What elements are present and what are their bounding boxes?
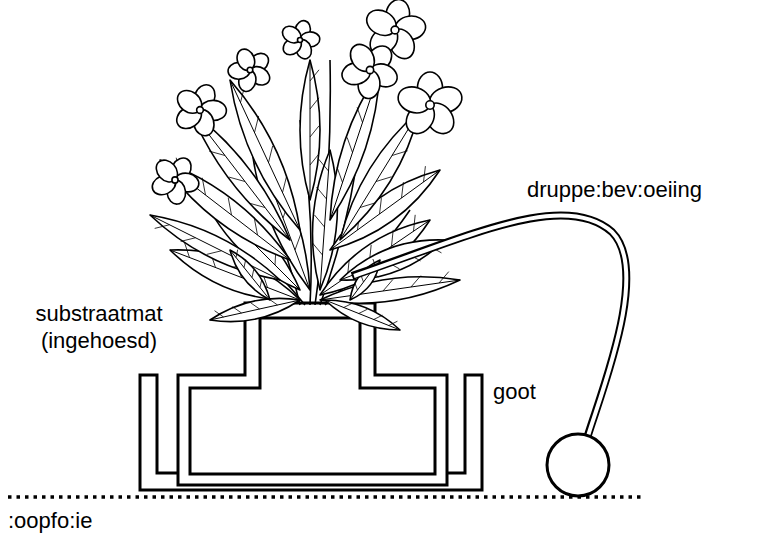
leaf-vein xyxy=(251,303,260,309)
leaf-vein xyxy=(319,159,329,171)
leaf-vein xyxy=(207,251,222,255)
leaf-vein xyxy=(355,283,358,290)
leaf-vein xyxy=(359,309,368,313)
petal xyxy=(279,23,304,46)
leaf-vein xyxy=(310,154,319,165)
water-source xyxy=(547,434,609,496)
leaf xyxy=(210,298,300,321)
leaf-vein xyxy=(389,321,398,325)
petal xyxy=(346,40,380,76)
leaf-vein xyxy=(229,177,245,181)
flower-center xyxy=(297,37,302,42)
leaf-vein xyxy=(325,300,400,330)
leaf-vein xyxy=(424,166,426,182)
leaf-vein xyxy=(181,238,196,242)
petal xyxy=(173,86,206,118)
tube-label: druppe:bev:oeiing xyxy=(525,176,704,203)
leaf-vein xyxy=(295,233,301,250)
leaf-vein xyxy=(337,167,342,182)
leaf-vein xyxy=(414,215,416,231)
leaf-vein xyxy=(155,225,170,229)
gutter-label: goot xyxy=(491,378,538,405)
leaf-vein xyxy=(392,151,408,156)
drip-tube-inner xyxy=(354,215,626,436)
leaf xyxy=(325,300,400,330)
leaf-vein xyxy=(315,215,325,227)
leaf-vein xyxy=(310,70,319,81)
leaf xyxy=(150,215,280,280)
leaf-vein xyxy=(210,300,300,320)
plant xyxy=(149,0,465,330)
leaf-vein xyxy=(236,250,238,258)
leaf-vein xyxy=(313,243,323,255)
flower-center xyxy=(391,26,399,34)
leaf-vein xyxy=(402,182,404,198)
flower-center xyxy=(366,66,373,73)
leaf-vein xyxy=(317,187,327,199)
leaf-vein xyxy=(233,307,242,313)
leaf-vein xyxy=(252,270,254,278)
leaf xyxy=(230,250,270,300)
leaf-vein xyxy=(202,178,205,195)
leaf-vein xyxy=(392,230,394,246)
leaf-vein xyxy=(411,276,421,287)
leaf xyxy=(300,60,320,200)
leaf-vein xyxy=(269,146,273,163)
mat-label: substraatmat (ingehoesd) xyxy=(6,300,192,354)
flower-center xyxy=(247,67,253,73)
leaf xyxy=(230,80,300,230)
leaf-vein xyxy=(230,80,300,230)
leaf-vein xyxy=(215,311,224,317)
leaf-vein xyxy=(310,98,319,109)
leaf-vein xyxy=(310,126,319,137)
petal xyxy=(234,46,258,73)
leaf-vein xyxy=(244,260,246,268)
floor-label: :oopfo:ie xyxy=(6,507,94,534)
flower-center xyxy=(197,107,204,114)
leaf-vein xyxy=(439,272,449,283)
leaf-vein xyxy=(357,107,362,122)
leaf-vein xyxy=(254,218,257,235)
leaf-vein xyxy=(383,280,393,291)
petal xyxy=(362,5,400,40)
leaf-vein xyxy=(249,203,265,207)
flower-center xyxy=(426,101,434,109)
leaf-vein xyxy=(380,198,382,214)
floor-line xyxy=(8,495,645,499)
leaf-vein xyxy=(228,198,231,215)
leaf-vein xyxy=(347,137,352,152)
substrate-mat-inner xyxy=(190,318,435,474)
leaf-vein xyxy=(374,315,383,319)
petal xyxy=(152,156,182,186)
leaf-vein xyxy=(209,151,225,155)
petal xyxy=(395,83,434,117)
leaf-vein xyxy=(255,116,259,133)
leaf-vein xyxy=(360,203,376,208)
drip-tube-outline xyxy=(352,215,626,435)
leaf-vein xyxy=(283,176,287,193)
leaf-vein xyxy=(260,280,262,288)
leaf-vein xyxy=(344,303,353,307)
leaf-vein xyxy=(150,215,280,280)
substrate-mat-outer xyxy=(178,303,447,485)
flower-center xyxy=(172,177,178,183)
leaf-vein xyxy=(230,250,270,300)
leaf-vein xyxy=(376,177,392,182)
